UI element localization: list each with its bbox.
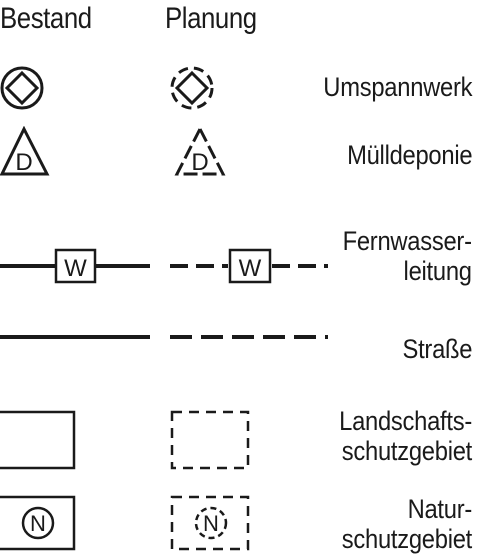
label-landschaftsschutzgebiet: Landschafts- schutzgebiet <box>339 406 472 466</box>
substation-existing-icon <box>0 66 44 110</box>
water-pipeline-planned-icon: W <box>170 248 328 284</box>
label-muelldeponie: Mülldeponie <box>346 140 472 170</box>
landfill-planned-icon: D <box>174 126 226 176</box>
nature-reserve-planned-letter: N <box>203 511 219 536</box>
water-pipeline-planned-letter: W <box>239 255 262 282</box>
road-planned-icon <box>170 335 328 339</box>
landfill-existing-letter: D <box>15 149 32 176</box>
landfill-existing-icon: D <box>0 126 50 176</box>
landscape-reserve-planned-icon <box>170 410 250 470</box>
nature-reserve-existing-icon: N <box>0 495 76 551</box>
substation-planned-icon <box>170 66 214 110</box>
nature-reserve-planned-icon: N <box>170 495 250 551</box>
road-existing-icon <box>0 335 150 339</box>
header-existing: Bestand <box>0 2 92 35</box>
label-strasse: Straße <box>402 334 472 364</box>
nature-reserve-existing-letter: N <box>30 511 46 536</box>
landscape-reserve-existing-icon <box>0 410 76 470</box>
water-pipeline-existing-letter: W <box>64 255 87 282</box>
label-umspannwerk: Umspannwerk <box>323 72 472 102</box>
label-fernwasserleitung: Fernwasser- leitung <box>342 226 472 286</box>
landfill-planned-letter: D <box>191 149 208 176</box>
label-naturschutzgebiet: Natur- schutzgebiet <box>341 494 473 554</box>
header-planned: Planung <box>165 2 257 35</box>
water-pipeline-existing-icon: W <box>0 248 150 284</box>
